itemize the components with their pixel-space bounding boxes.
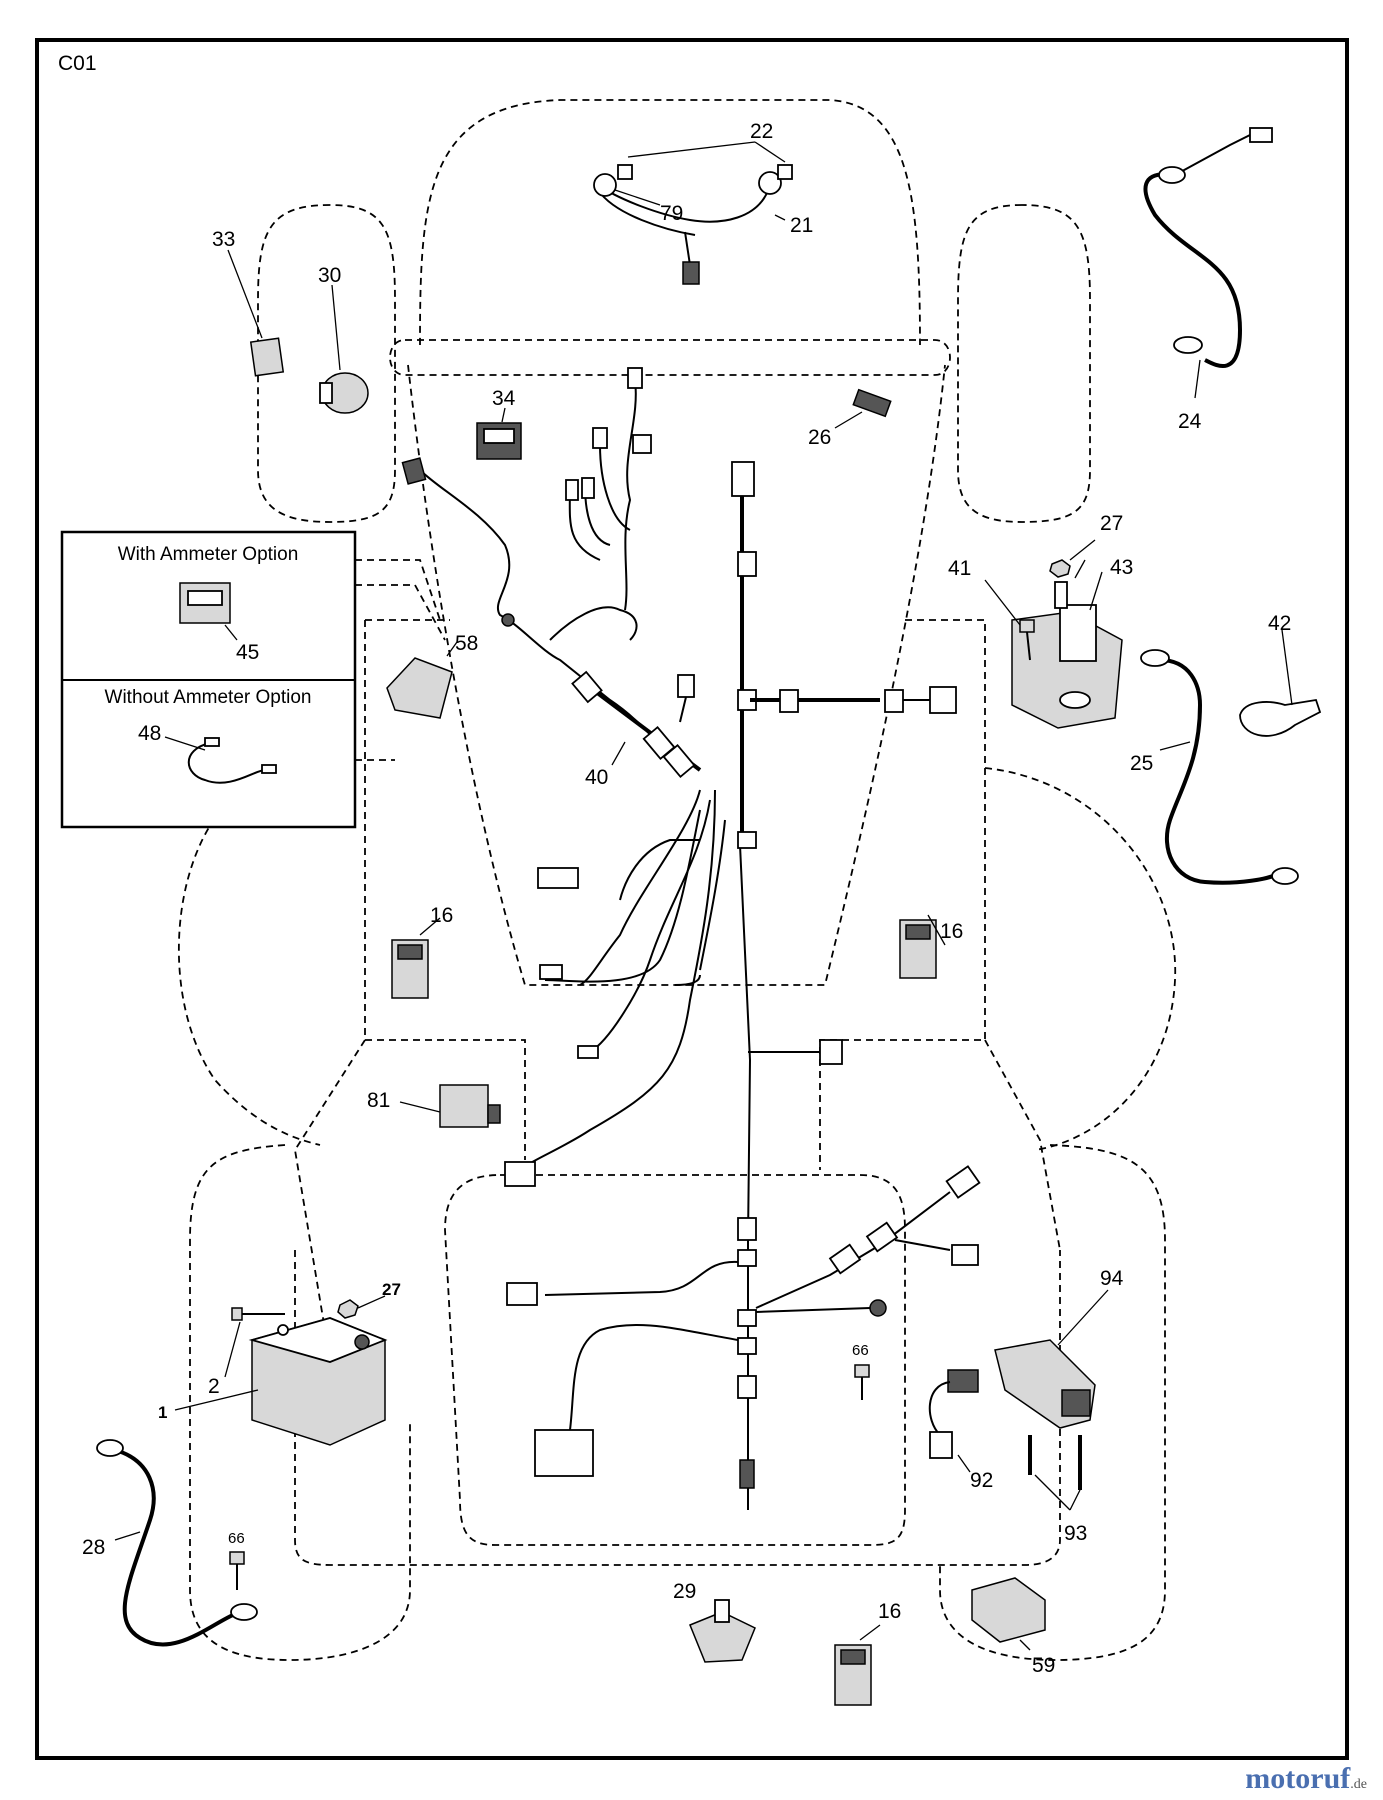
control-module-icon xyxy=(386,641,458,719)
screws-93 xyxy=(1028,1435,1082,1511)
watermark-logo: motoruf.de xyxy=(1245,1762,1367,1796)
battery-icon xyxy=(174,1317,388,1446)
callout-45: 45 xyxy=(236,641,259,664)
safety-switch-bottom xyxy=(834,1624,881,1706)
callout-16-left: 16 xyxy=(430,904,453,927)
battery-cable-28 xyxy=(96,1439,258,1647)
callout-30: 30 xyxy=(318,264,341,287)
rocker-switch-icon xyxy=(476,407,522,460)
callout-27-battery: 27 xyxy=(382,1280,401,1299)
ignition-switch-icon xyxy=(319,284,369,414)
callout-2: 2 xyxy=(208,1375,220,1398)
hour-meter-icon xyxy=(227,249,285,377)
callout-40: 40 xyxy=(585,766,608,789)
callout-92: 92 xyxy=(970,1469,993,1492)
callout-34: 34 xyxy=(492,387,516,410)
diagram-frame xyxy=(35,38,1349,1760)
rear-wiring-harness xyxy=(506,1165,981,1510)
starter-solenoid-icon xyxy=(1011,559,1123,729)
callout-41: 41 xyxy=(948,557,971,580)
watermark-suffix: .de xyxy=(1350,1777,1367,1792)
callout-81: 81 xyxy=(367,1089,390,1112)
callout-79: 79 xyxy=(660,202,683,225)
callout-59: 59 xyxy=(1032,1654,1055,1677)
callout-24: 24 xyxy=(1178,410,1202,433)
callout-28: 28 xyxy=(82,1536,105,1559)
plug-assembly-94 xyxy=(994,1289,1109,1429)
callout-22: 22 xyxy=(750,120,773,143)
safety-switch-right xyxy=(899,914,946,979)
callout-58: 58 xyxy=(455,632,478,655)
component-59 xyxy=(971,1577,1046,1651)
callout-1: 1 xyxy=(158,1403,167,1422)
safety-switch-left xyxy=(391,917,441,999)
callout-66-left: 66 xyxy=(228,1530,245,1547)
callout-42: 42 xyxy=(1268,612,1291,635)
callout-25: 25 xyxy=(1130,752,1153,775)
battery-bolt-icon xyxy=(224,1307,285,1378)
ground-cable-24 xyxy=(1143,127,1273,399)
relay-icon xyxy=(399,1084,501,1128)
callout-21: 21 xyxy=(790,214,813,237)
battery-cable-25 xyxy=(1140,649,1299,885)
battery-nut-icon xyxy=(337,1295,386,1319)
callout-43: 43 xyxy=(1110,556,1133,579)
tractor-outline xyxy=(177,99,1176,1661)
fuse-holder-icon xyxy=(834,388,892,429)
ammeter-options-box: With Ammeter Option Without Ammeter Opti… xyxy=(60,530,357,829)
callout-94: 94 xyxy=(1100,1267,1124,1290)
wire-lead-92 xyxy=(928,1369,979,1473)
callout-48: 48 xyxy=(138,722,161,745)
solenoid-nut-icon xyxy=(1049,539,1096,578)
headlight-assembly xyxy=(593,141,793,285)
watermark-name: motoruf xyxy=(1245,1762,1351,1795)
diagram-code: C01 xyxy=(58,52,97,75)
without-ammeter-title: Without Ammeter Option xyxy=(105,687,312,708)
callout-33: 33 xyxy=(212,228,235,251)
callout-26: 26 xyxy=(808,426,831,449)
terminal-boot-icon xyxy=(1239,629,1322,737)
main-wiring-harness xyxy=(401,367,957,1480)
callout-27-top: 27 xyxy=(1100,512,1123,535)
callout-16-right: 16 xyxy=(940,920,963,943)
callout-66-right: 66 xyxy=(852,1342,869,1359)
with-ammeter-title: With Ammeter Option xyxy=(118,544,299,565)
screw-66-left-icon xyxy=(229,1551,245,1590)
pto-switch-29 xyxy=(689,1599,756,1663)
callout-93: 93 xyxy=(1064,1522,1087,1545)
jumper-wire-icon xyxy=(164,736,277,784)
callout-16-bottom: 16 xyxy=(878,1600,901,1623)
bolt-41-icon xyxy=(984,579,1035,661)
callout-29: 29 xyxy=(673,1580,696,1603)
ammeter-icon xyxy=(179,582,238,641)
screw-66-right-icon xyxy=(854,1364,870,1400)
